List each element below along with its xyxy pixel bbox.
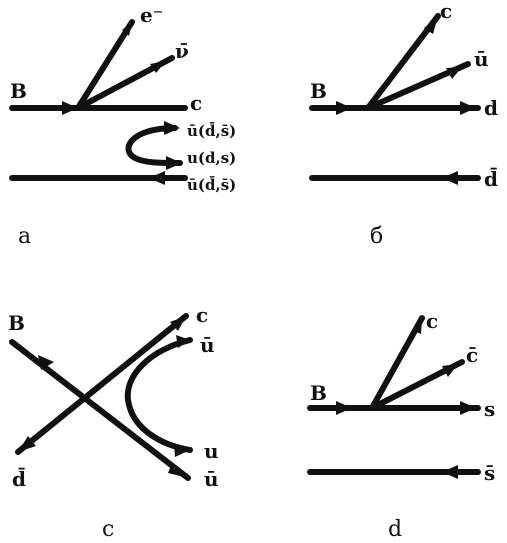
panel-c-b-arrow-icon [38,355,54,370]
panel-d-caption: d [388,517,402,542]
panel-a-b-label: B [10,79,27,103]
panel-d: B c c̄ s s̄ d [307,309,495,542]
panel-a-spectator-arrow-icon [149,171,165,185]
panel-c-pair-curve [124,337,193,453]
panel-b-d-label: d [484,96,498,120]
panel-a-b-arrow-icon [62,101,78,115]
panel-d-s-arrow-icon [460,401,476,415]
panel-c-c-diagonal-line [15,313,189,455]
panel-a-electron-arrow-icon [122,22,132,36]
panel-a-pair-curve [125,125,183,166]
panel-b-c-arrow-icon [424,16,438,34]
panel-d-sbar-label: s̄ [484,461,495,485]
panel-b-d-arrow-icon [460,101,476,115]
panel-c-pair-upper-arrow-icon [176,335,190,348]
panel-a-antineutrino-arrow-icon [150,61,166,73]
panel-b-b-arrow-icon [336,101,352,115]
panel-d-spectator-arrow-icon [442,465,458,479]
panel-b: B c ū d d̄ б [309,0,498,249]
panel-c-b-label: B [8,311,25,335]
panel-b-ubar-label: ū [474,47,489,71]
panel-a-lower-quark-label: ū(d̄,s̄) [187,175,236,194]
panel-d-c-line [369,315,425,411]
panel-c-ubar-bottom-arrow-icon [168,463,188,478]
panel-b-c-label: c [440,0,452,23]
panel-a-electron-line [75,19,135,111]
panel-b-caption: б [370,224,383,249]
panel-c-caption: c [102,517,114,542]
panel-a-caption: a [18,224,31,249]
panel-c-dbar-label: d̄ [12,466,26,491]
panel-d-b-label: B [310,381,327,405]
panel-a-pair-upper-arrow-icon [164,121,180,135]
panel-b-ubar-arrow-icon [446,67,462,79]
panel-a-pair-lower-arrow-icon [166,156,182,170]
panel-c-c-arrow-icon [170,316,186,331]
panel-c-ubar-bottom-label: ū [204,467,219,491]
panel-b-c-line [365,13,441,111]
panel-c-dbar-arrow-icon [18,436,36,452]
panel-d-c-arrow-icon [412,318,422,334]
panel-d-b-arrow-icon [336,401,352,415]
panel-a-c-label: c [190,91,202,115]
panel-c-b-diagonal-line [9,339,191,481]
panel-a-middle-quark-label: u(d,s) [187,149,236,167]
panel-d-cbar-label: c̄ [466,343,478,367]
panel-c-u-label: u [204,439,219,463]
panel-c-pair-lower-arrow-icon [174,443,190,457]
panel-c: B c ū u ū d̄ c [8,303,219,542]
panel-b-spectator-arrow-icon [442,171,458,185]
panel-a-nu-label: ν̄ [175,39,189,63]
panel-b-dbar-label: d̄ [484,166,498,191]
panel-c-ubar-top-label: ū [200,333,215,357]
panel-d-cbar-arrow-icon [442,364,458,377]
panel-c-c-label: c [196,303,208,327]
panel-a-electron-label: e⁻ [140,3,163,27]
panel-b-b-label: B [310,79,327,103]
panel-d-s-label: s [484,397,495,421]
panel-a-upper-quark-label: ū(d̄,s̄) [187,121,236,140]
panel-a: B e⁻ ν̄ c ū(d̄,s̄) u(d,s) ū(d̄,s̄) a [9,3,236,249]
panel-d-c-label: c [426,309,438,333]
